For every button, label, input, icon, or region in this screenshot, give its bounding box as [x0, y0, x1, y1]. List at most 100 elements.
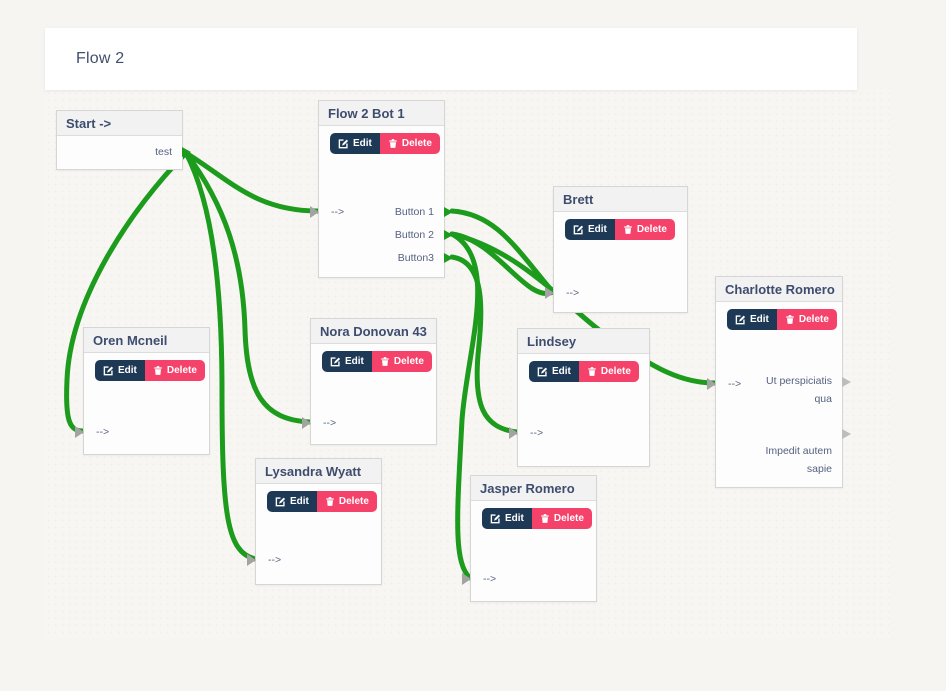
- output-port-arrow-ut[interactable]: [842, 377, 851, 387]
- node-oren-mcneil[interactable]: Oren Mcneil Edit Delete -->: [75, 327, 210, 455]
- delete-button-label: Delete: [636, 224, 667, 235]
- trash-icon: [540, 513, 550, 524]
- delete-button-label: Delete: [553, 513, 584, 524]
- edit-icon: [338, 138, 349, 149]
- input-port-label: -->: [566, 287, 580, 299]
- node-actions: Edit Delete: [95, 360, 209, 381]
- delete-button[interactable]: Delete: [316, 491, 377, 512]
- output-port-label-impedit: Impedit autem sapie: [765, 445, 832, 475]
- output-port-label-test: test: [155, 146, 172, 158]
- connections-layer: [64, 150, 718, 581]
- output-port-arrow[interactable]: [182, 147, 191, 157]
- edit-button[interactable]: Edit: [95, 360, 145, 381]
- node-actions: Edit Delete: [267, 491, 381, 512]
- edit-button-label: Edit: [750, 314, 769, 325]
- node-actions: Edit Delete: [322, 351, 436, 372]
- trash-icon: [785, 314, 795, 325]
- edit-button[interactable]: Edit: [322, 351, 372, 372]
- input-port-arrow[interactable]: [707, 378, 716, 390]
- input-port-label: -->: [323, 417, 337, 429]
- output-port-arrow-button-2[interactable]: [444, 230, 453, 240]
- node-jasper-title: Jasper Romero: [471, 476, 596, 501]
- node-actions: Edit Delete: [482, 508, 596, 529]
- delete-button[interactable]: Delete: [614, 219, 675, 240]
- node-lysandra-title: Lysandra Wyatt: [256, 459, 381, 484]
- delete-button[interactable]: Delete: [379, 133, 440, 154]
- edit-button-label: Edit: [552, 366, 571, 377]
- output-port-arrow-button-3[interactable]: [444, 253, 453, 263]
- input-port-label: -->: [96, 426, 110, 438]
- input-port-arrow[interactable]: [310, 206, 319, 218]
- connection-start-to-bot1: [183, 150, 321, 214]
- node-charlotte-title: Charlotte Romero: [716, 277, 842, 302]
- node-flow-2-bot-1[interactable]: Flow 2 Bot 1 Edit Delete --> Button 1 Bu…: [310, 100, 453, 278]
- node-charlotte-romero[interactable]: Charlotte Romero Edit Delete --> Ut pers…: [707, 276, 851, 488]
- edit-icon: [537, 366, 548, 377]
- delete-button-label: Delete: [338, 496, 369, 507]
- edit-button[interactable]: Edit: [727, 309, 777, 330]
- input-port-label: -->: [331, 206, 345, 218]
- node-start-title: Start ->: [57, 111, 182, 136]
- connection-start-to-oren: [64, 150, 189, 434]
- input-port-arrow[interactable]: [462, 573, 471, 585]
- node-start[interactable]: Start -> test: [56, 110, 191, 170]
- edit-button[interactable]: Edit: [565, 219, 615, 240]
- delete-button[interactable]: Delete: [776, 309, 837, 330]
- output-port-arrow-button-1[interactable]: [444, 207, 453, 217]
- edit-button[interactable]: Edit: [267, 491, 317, 512]
- page-title: Flow 2: [76, 50, 125, 67]
- delete-button[interactable]: Delete: [144, 360, 205, 381]
- node-lysandra-wyatt[interactable]: Lysandra Wyatt Edit Delete -->: [247, 458, 382, 585]
- delete-button-label: Delete: [166, 365, 197, 376]
- edit-button[interactable]: Edit: [529, 361, 579, 382]
- node-jasper-romero[interactable]: Jasper Romero Edit Delete -->: [462, 475, 597, 602]
- node-brett[interactable]: Brett Edit Delete -->: [545, 186, 688, 313]
- node-actions: Edit Delete: [529, 361, 649, 382]
- connection-start-to-nora: [183, 150, 313, 425]
- connection-button2-to-jasper: [449, 231, 481, 581]
- node-nora-title: Nora Donovan 43: [311, 319, 436, 344]
- node-actions: Edit Delete: [727, 309, 842, 330]
- edit-icon: [103, 365, 114, 376]
- input-port-arrow[interactable]: [247, 554, 256, 566]
- node-nora-donovan-43[interactable]: Nora Donovan 43 Edit Delete -->: [302, 318, 437, 445]
- delete-button[interactable]: Delete: [371, 351, 432, 372]
- trash-icon: [587, 366, 597, 377]
- node-bot1-title: Flow 2 Bot 1: [319, 101, 444, 126]
- delete-button-label: Delete: [798, 314, 829, 325]
- node-lindsey-title: Lindsey: [518, 329, 649, 354]
- input-port-arrow[interactable]: [302, 417, 311, 429]
- node-lindsey[interactable]: Lindsey Edit Delete -->: [509, 328, 650, 467]
- edit-button-label: Edit: [505, 513, 524, 524]
- flow-canvas[interactable]: Start -> test Flow 2 Bot 1 Edit Delete -…: [45, 90, 890, 638]
- edit-button[interactable]: Edit: [330, 133, 380, 154]
- edit-icon: [735, 314, 746, 325]
- trash-icon: [380, 356, 390, 367]
- edit-button[interactable]: Edit: [482, 508, 532, 529]
- connection-start-to-lysandra: [183, 150, 258, 562]
- edit-button-label: Edit: [345, 356, 364, 367]
- edit-icon: [573, 224, 584, 235]
- node-brett-title: Brett: [554, 187, 687, 212]
- output-port-label-button-1: Button 1: [394, 206, 434, 218]
- output-port-label-button-2: Button 2: [394, 229, 434, 241]
- delete-button[interactable]: Delete: [531, 508, 592, 529]
- input-port-arrow[interactable]: [509, 427, 518, 439]
- node-actions: Edit Delete: [565, 219, 687, 240]
- node-oren-title: Oren Mcneil: [84, 328, 209, 353]
- output-port-arrow-impedit[interactable]: [842, 429, 851, 439]
- edit-button-label: Edit: [588, 224, 607, 235]
- input-port-arrow[interactable]: [75, 426, 84, 438]
- input-port-label: -->: [728, 378, 742, 390]
- edit-icon: [275, 496, 286, 507]
- edit-icon: [490, 513, 501, 524]
- node-actions: Edit Delete: [330, 133, 444, 154]
- input-port-arrow[interactable]: [545, 287, 554, 299]
- trash-icon: [623, 224, 633, 235]
- delete-button-label: Delete: [600, 366, 631, 377]
- trash-icon: [325, 496, 335, 507]
- edit-button-label: Edit: [118, 365, 137, 376]
- delete-button[interactable]: Delete: [578, 361, 639, 382]
- connection-button3-to-lindsey: [449, 254, 520, 435]
- delete-button-label: Delete: [401, 138, 432, 149]
